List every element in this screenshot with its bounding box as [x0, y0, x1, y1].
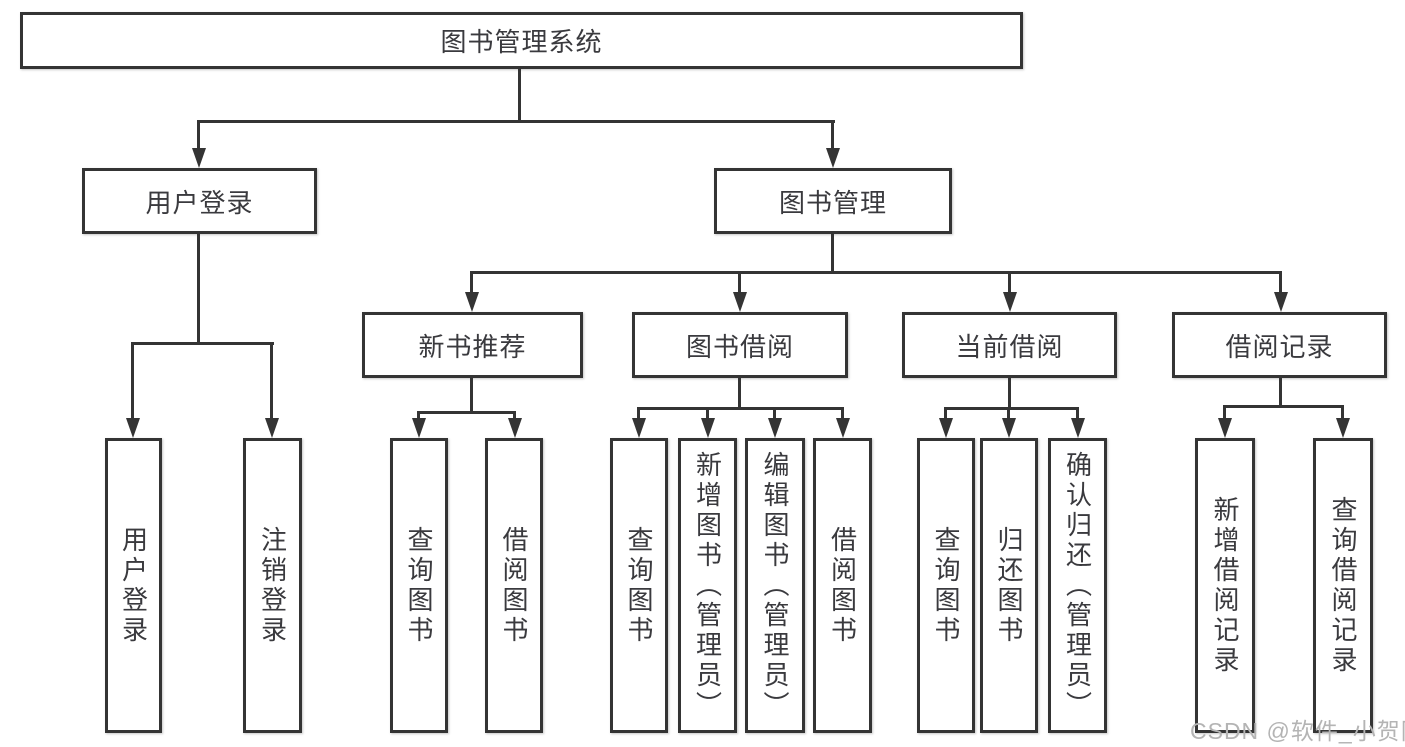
arrowhead-icon	[701, 418, 715, 438]
node-leaf-edit-books-admin: 编辑图书（管理员）	[745, 438, 805, 733]
node-label: 图书管理系统	[440, 27, 603, 57]
connector-line	[470, 378, 473, 414]
node-label: 用户登录	[145, 187, 254, 218]
node-label: 注销登录	[257, 525, 288, 646]
node-leaf-borrow-books: 借阅图书	[813, 438, 872, 733]
node-leaf-query-books: 查询图书	[610, 438, 668, 733]
arrowhead-icon	[1071, 418, 1085, 438]
arrowhead-icon	[1218, 418, 1232, 438]
connector-line	[270, 342, 273, 420]
connector-line	[513, 411, 516, 421]
node-label: 借阅图书	[499, 525, 529, 646]
connector-line	[738, 271, 741, 295]
arrowhead-icon	[1002, 418, 1016, 438]
node-book-borrowing: 图书借阅	[632, 312, 848, 378]
node-label: 查询借阅记录	[1328, 495, 1358, 676]
node-label: 借阅图书	[827, 525, 858, 646]
arrowhead-icon	[465, 292, 479, 312]
node-label: 归还图书	[994, 525, 1024, 646]
connector-line	[197, 234, 200, 345]
arrowhead-icon	[632, 418, 646, 438]
connector-line	[131, 342, 134, 420]
node-leaf-query-borrow-record: 查询借阅记录	[1313, 438, 1373, 733]
node-label: 查询图书	[404, 525, 434, 646]
node-label: 编辑图书（管理员）	[760, 450, 790, 721]
connector-line	[131, 342, 274, 345]
arrowhead-icon	[508, 418, 522, 438]
node-leaf-user-login: 用户登录	[105, 438, 162, 733]
connector-line	[1279, 271, 1282, 295]
arrowhead-icon	[768, 418, 782, 438]
connector-line	[197, 120, 835, 123]
connector-line	[1007, 407, 1010, 420]
connector-line	[470, 271, 1282, 274]
node-library-management-system: 图书管理系统	[20, 12, 1023, 69]
connector-line	[773, 407, 776, 420]
arrowhead-icon	[412, 418, 426, 438]
node-leaf-borrow-books-recommend: 借阅图书	[485, 438, 543, 733]
connector-line	[1076, 407, 1079, 420]
arrowhead-icon	[939, 418, 953, 438]
node-label: 借阅记录	[1225, 331, 1334, 362]
connector-line	[1223, 405, 1226, 420]
node-leaf-query-books-current: 查询图书	[917, 438, 975, 733]
arrowhead-icon	[1274, 292, 1288, 312]
arrowhead-icon	[1336, 418, 1350, 438]
connector-line	[944, 407, 1079, 410]
node-label: 图书借阅	[685, 331, 794, 362]
connector-line	[417, 411, 420, 421]
connector-line	[1008, 271, 1011, 295]
connector-line	[831, 234, 834, 274]
arrowhead-icon	[826, 148, 840, 168]
arrowhead-icon	[836, 418, 850, 438]
node-leaf-add-books-admin: 新增图书（管理员）	[678, 438, 737, 733]
arrowhead-icon	[265, 418, 279, 438]
connector-line	[706, 407, 709, 420]
node-leaf-logout: 注销登录	[243, 438, 302, 733]
arrowhead-icon	[1003, 292, 1017, 312]
connector-line	[1223, 405, 1344, 408]
node-label: 新增图书（管理员）	[692, 450, 723, 721]
watermark: CSDN @软件_小贺同学	[1190, 718, 1405, 744]
node-label: 新书推荐	[418, 331, 527, 362]
connector-line	[738, 378, 741, 410]
connector-line	[1279, 378, 1282, 408]
node-current-borrowing: 当前借阅	[902, 312, 1117, 378]
node-leaf-query-books-recommend: 查询图书	[390, 438, 448, 733]
arrowhead-icon	[733, 292, 747, 312]
node-label: 查询图书	[931, 525, 961, 646]
connector-line	[1008, 378, 1011, 410]
arrowhead-icon	[126, 418, 140, 438]
connector-line	[637, 407, 640, 420]
connector-line	[518, 69, 521, 123]
node-label: 确认归还（管理员）	[1062, 450, 1093, 721]
connector-line	[841, 407, 844, 420]
node-label: 查询图书	[624, 525, 654, 646]
connector-line	[197, 120, 200, 151]
connector-line	[637, 407, 844, 410]
node-label: 新增借阅记录	[1210, 495, 1240, 676]
node-borrowing-records: 借阅记录	[1172, 312, 1387, 378]
node-leaf-add-borrow-record: 新增借阅记录	[1195, 438, 1255, 733]
connector-line	[831, 120, 834, 151]
node-book-management: 图书管理	[714, 168, 952, 234]
node-label: 用户登录	[118, 525, 149, 646]
node-new-book-recommendation: 新书推荐	[362, 312, 583, 378]
node-user-login: 用户登录	[82, 168, 317, 234]
connector-line	[944, 407, 947, 420]
connector-line	[417, 411, 516, 414]
connector-line	[1341, 405, 1344, 420]
node-leaf-return-books: 归还图书	[980, 438, 1038, 733]
node-label: 图书管理	[778, 187, 887, 218]
connector-line	[470, 271, 473, 295]
arrowhead-icon	[192, 148, 206, 168]
node-leaf-confirm-return-admin: 确认归还（管理员）	[1048, 438, 1107, 733]
node-label: 当前借阅	[955, 331, 1064, 362]
